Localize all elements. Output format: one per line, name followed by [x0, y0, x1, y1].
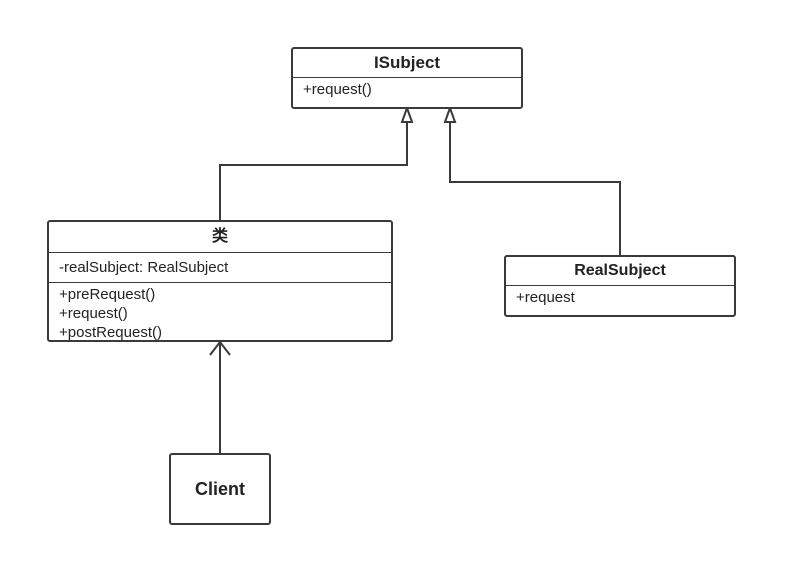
- proxy-attribute: -realSubject: RealSubject: [59, 259, 229, 276]
- proxy-class-name: 类: [49, 222, 391, 253]
- isubject-operations: +request(): [293, 78, 521, 101]
- realsubject-operations: +request: [506, 286, 734, 309]
- proxy-realization-arrowhead: [400, 105, 414, 123]
- realsubject-operation: +request: [516, 289, 575, 306]
- realsubject-class-name: RealSubject: [506, 257, 734, 286]
- realsubject-class-box[interactable]: RealSubject +request: [504, 255, 736, 317]
- proxy-operations: +preRequest() +request() +postRequest(): [49, 283, 391, 344]
- proxy-operation: +postRequest(): [59, 324, 162, 341]
- proxy-operation: +preRequest(): [59, 286, 156, 303]
- isubject-class-name: ISubject: [293, 49, 521, 78]
- proxy-class-box[interactable]: 类 -realSubject: RealSubject +preRequest(…: [47, 220, 393, 342]
- client-label: Client: [194, 478, 245, 499]
- realsubject-realization-edge: [449, 122, 621, 256]
- proxy-realization-edge: [219, 122, 408, 222]
- client-association-arrowhead: [209, 340, 231, 356]
- isubject-class-box[interactable]: ISubject +request(): [291, 47, 523, 109]
- isubject-operation: +request(): [303, 81, 372, 98]
- proxy-operation: +request(): [59, 305, 128, 322]
- realsubject-realization-arrowhead: [443, 105, 457, 123]
- client-box[interactable]: Client: [169, 453, 271, 525]
- proxy-attributes: -realSubject: RealSubject: [49, 253, 391, 283]
